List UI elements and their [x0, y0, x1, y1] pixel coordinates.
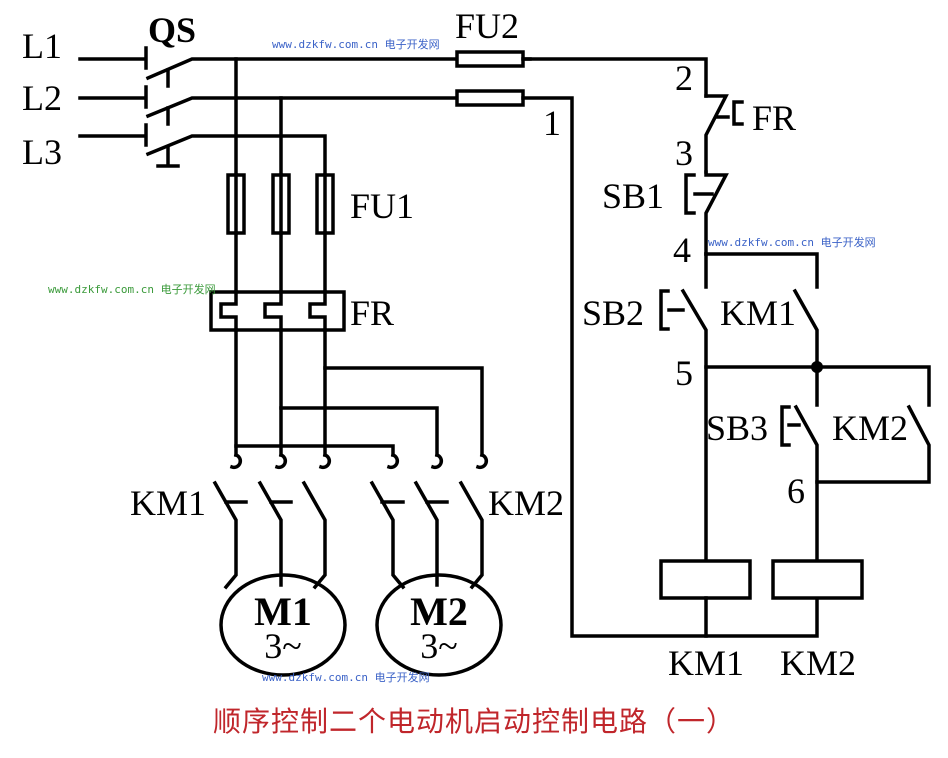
- label-sb3: SB3: [706, 408, 768, 448]
- sb2-start-button: [680, 288, 708, 600]
- coil-km1: [659, 559, 752, 600]
- sb2-actuator: [659, 289, 685, 331]
- fr-element-1: [219, 290, 238, 332]
- label-fu1: FU1: [350, 186, 414, 226]
- diagram-title: 顺序控制二个电动机启动控制电路（一）: [212, 705, 735, 738]
- wire-node-4: [704, 252, 819, 289]
- label-fr-control: FR: [752, 98, 796, 138]
- watermark: www.dzkfw.com.cn 电子开发网: [708, 235, 876, 249]
- fr-nc-contact: [704, 94, 729, 174]
- wire-to-node-2: [521, 57, 708, 98]
- line-l1: [78, 46, 148, 70]
- wire-node-1-return: [521, 96, 819, 638]
- line-l3: [78, 123, 148, 147]
- label-l3: L3: [22, 132, 62, 172]
- motor-m2: M2 3~: [375, 573, 503, 677]
- qs-blade-1: [145, 57, 532, 81]
- label-fr-main: FR: [350, 293, 394, 333]
- qs-mechanical-link: [156, 68, 180, 168]
- fuse-fu2-b: [455, 89, 525, 107]
- wire-node-5: [704, 365, 931, 407]
- isolator-qs: QS: [145, 10, 532, 177]
- label-km1-main: KM1: [130, 483, 206, 523]
- fuse-fu2-a: [455, 50, 525, 68]
- watermark: www.dzkfw.com.cn 电子开发网: [262, 670, 430, 684]
- km1-hold-contact: [792, 288, 819, 407]
- node-1: 1: [543, 103, 561, 143]
- label-sb1: SB1: [602, 176, 664, 216]
- node-5: 5: [675, 353, 693, 393]
- power-input: L1 L2 L3: [22, 26, 148, 172]
- wires-to-km1: [234, 328, 327, 457]
- motor-m2-name: M2: [410, 589, 468, 634]
- contactor-km1-main: KM1: [130, 452, 332, 590]
- fr-element-2: [263, 290, 283, 332]
- label-coil-km1: KM1: [668, 643, 744, 683]
- cross-wire-1: [234, 444, 395, 457]
- qs-blade-2: [145, 96, 462, 119]
- cross-wire-3: [323, 366, 484, 457]
- phase-taps: [234, 57, 283, 177]
- fr-thermal-symbol: [715, 100, 744, 126]
- coil-km2: [771, 559, 864, 600]
- label-l1: L1: [22, 26, 62, 66]
- node-6: 6: [787, 471, 805, 511]
- watermark: www.dzkfw.com.cn 电子开发网: [272, 37, 440, 51]
- sb1-actuator: [684, 173, 714, 215]
- motor-m1-body: [219, 573, 347, 677]
- motor-m1: M1 3~: [219, 573, 347, 677]
- motor-m1-name: M1: [254, 589, 312, 634]
- control-circuit: FU2 1 2 FR 3 SB1 4 SB2 KM1 5 SB3: [455, 6, 931, 683]
- sb3-actuator: [780, 405, 801, 447]
- label-km1-hold: KM1: [720, 293, 796, 333]
- node-3: 3: [675, 133, 693, 173]
- thermal-relay-fr: [209, 290, 346, 332]
- label-km2-main: KM2: [488, 483, 564, 523]
- motor-m1-phase: 3~: [264, 626, 301, 666]
- sb3-start-button: [793, 404, 819, 562]
- label-qs: QS: [148, 10, 196, 50]
- line-l2: [78, 85, 148, 109]
- junction-dot: [811, 361, 823, 373]
- motor-m2-phase: 3~: [420, 626, 457, 666]
- node-2: 2: [675, 58, 693, 98]
- label-coil-km2: KM2: [780, 643, 856, 683]
- contactor-km2-main: KM2: [369, 452, 564, 590]
- watermark: www.dzkfw.com.cn 电子开发网: [48, 282, 216, 296]
- wires-fu1-fr: [234, 231, 327, 294]
- label-l2: L2: [22, 78, 62, 118]
- sb1-stop-button: [704, 170, 729, 256]
- label-sb2: SB2: [582, 293, 644, 333]
- fr-element-3: [308, 290, 327, 332]
- main-circuit: FU1 FR: [209, 57, 484, 457]
- label-km2-hold: KM2: [832, 408, 908, 448]
- label-fu2: FU2: [455, 6, 519, 46]
- qs-blade-3: [145, 134, 327, 177]
- fuse-elements: [234, 173, 327, 235]
- km2-hold-contact: [815, 404, 931, 484]
- node-4: 4: [673, 230, 691, 270]
- cross-wire-2: [279, 406, 439, 457]
- motor-m2-body: [375, 573, 503, 677]
